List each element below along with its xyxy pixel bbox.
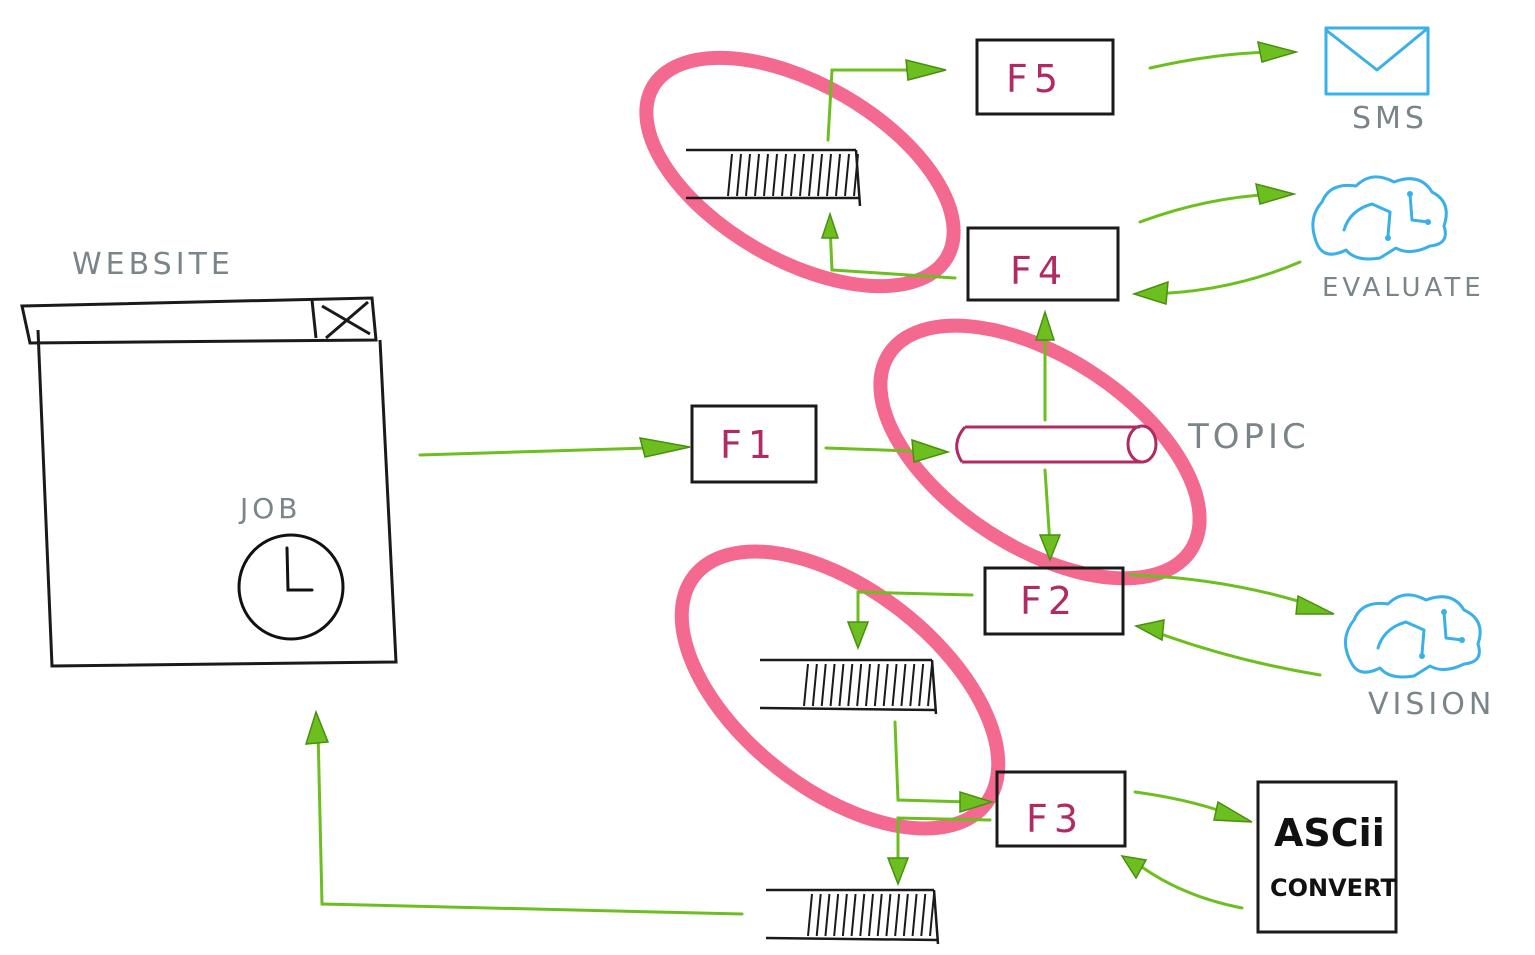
queue-message-stripe — [799, 153, 805, 197]
queue-message-stripe — [829, 663, 836, 707]
queue-message-stripe — [868, 893, 874, 937]
queue-message-stripe — [900, 663, 907, 707]
function-label-f3: F3 — [1026, 797, 1084, 841]
queue-bottom — [765, 888, 940, 945]
queue-message-stripe — [844, 153, 850, 197]
queue-message-stripe — [894, 893, 901, 937]
website-label: WEBSITE — [72, 247, 234, 282]
queue-message-stripe — [808, 153, 814, 197]
queue-message-stripe — [833, 893, 840, 937]
queue-message-stripe — [790, 153, 796, 197]
queue-message-stripe — [835, 153, 841, 197]
queue-message-stripe — [847, 663, 854, 707]
evaluate-label: EVALUATE — [1322, 273, 1485, 303]
queue-message-stripe — [826, 153, 832, 197]
highlight-queue-top — [639, 50, 961, 294]
queue-message-stripe — [727, 153, 733, 197]
queue-message-stripe — [763, 153, 769, 197]
queue-message-stripe — [853, 153, 859, 197]
queue-message-stripe — [918, 663, 925, 707]
queue-message-stripe — [824, 893, 831, 937]
highlight-topic — [873, 318, 1207, 586]
queue-message-stripe — [838, 663, 845, 707]
queue-message-stripe — [902, 893, 909, 937]
website-window — [20, 296, 398, 668]
brain-icon — [1311, 175, 1448, 261]
clock-icon — [237, 533, 345, 641]
queue-message-stripe — [820, 663, 827, 707]
queue-message-stripe — [745, 153, 751, 197]
function-label-f2: F2 — [1020, 579, 1078, 623]
function-box-f1 — [690, 404, 818, 484]
queue-message-stripe — [817, 153, 823, 197]
queue-message-stripe — [865, 663, 871, 707]
queue-message-stripe — [850, 893, 857, 937]
queue-message-stripe — [803, 663, 809, 707]
queue-message-stripe — [807, 893, 813, 937]
function-box-f2 — [983, 566, 1125, 636]
queue-message-stripe — [882, 663, 889, 707]
queue-message-stripe — [754, 153, 760, 197]
function-box-f4 — [966, 226, 1120, 302]
queue-message-stripe — [876, 893, 883, 937]
queue-message-stripe — [781, 153, 787, 197]
window-close-icon — [321, 300, 371, 340]
queue-message-stripe — [927, 663, 933, 707]
convert-label: CONVERT — [1270, 874, 1397, 902]
queue-mid — [759, 658, 938, 715]
queue-message-stripe — [909, 663, 916, 707]
ascii-convert-box — [1256, 780, 1398, 934]
queue-message-stripe — [929, 893, 935, 937]
function-label-f1: F1 — [720, 423, 778, 467]
queue-message-stripe — [772, 153, 778, 197]
queue-message-stripe — [873, 663, 880, 707]
function-box-f3 — [995, 770, 1127, 848]
queue-message-stripe — [815, 893, 822, 937]
queue-message-stripe — [885, 893, 892, 937]
brain-icon — [1344, 593, 1482, 679]
envelope-icon — [1324, 26, 1430, 96]
queue-top — [686, 148, 862, 207]
topic-pipe — [955, 424, 1158, 464]
ascii-label: ASCii — [1274, 811, 1385, 855]
queue-message-stripe — [859, 893, 866, 937]
function-label-f5: F5 — [1006, 57, 1064, 101]
sms-label: SMS — [1352, 101, 1428, 136]
queue-message-stripe — [920, 893, 927, 937]
job-label: JOB — [238, 492, 302, 525]
queue-message-stripe — [811, 663, 818, 707]
queue-message-stripe — [911, 893, 918, 937]
vision-label: VISION — [1368, 687, 1495, 722]
function-box-f5 — [975, 38, 1115, 116]
queue-message-stripe — [736, 153, 742, 197]
queue-message-stripe — [891, 663, 898, 707]
function-label-f4: F4 — [1010, 249, 1068, 293]
topic-label: TOPIC — [1187, 417, 1310, 457]
queue-message-stripe — [856, 663, 863, 707]
arrows — [304, 40, 1335, 916]
queue-message-stripe — [841, 893, 848, 937]
